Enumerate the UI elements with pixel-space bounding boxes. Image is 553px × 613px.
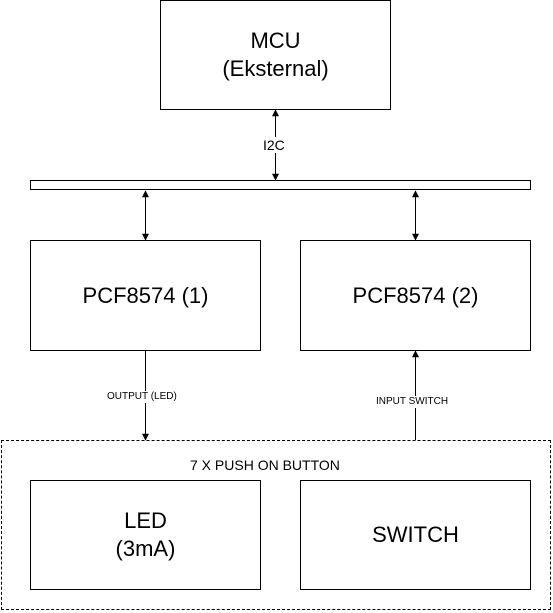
pcf8574-1-block: PCF8574 (1) (30, 240, 261, 351)
led-title: LED (124, 508, 167, 533)
push-button-group (1, 440, 551, 610)
mcu-block: MCU (Eksternal) (160, 0, 391, 110)
input-switch-label: INPUT SWITCH (376, 396, 449, 408)
switch-block: SWITCH (300, 480, 531, 590)
mcu-title: MCU (250, 28, 301, 53)
pcf8574-2-label: PCF8574 (2) (352, 282, 479, 308)
led-current: (3mA) (115, 536, 176, 561)
switch-label: SWITCH (372, 522, 459, 547)
i2c-bus (30, 180, 531, 190)
mcu-subtitle: (Eksternal) (222, 56, 329, 81)
i2c-label: I2C (263, 137, 285, 153)
led-block: LED (3mA) (30, 480, 261, 590)
pcf8574-2-block: PCF8574 (2) (300, 240, 531, 351)
pcf8574-1-label: PCF8574 (1) (82, 282, 209, 308)
output-led-label: OUTPUT (LED) (107, 391, 177, 403)
group-title: 7 X PUSH ON BUTTON (190, 457, 340, 473)
